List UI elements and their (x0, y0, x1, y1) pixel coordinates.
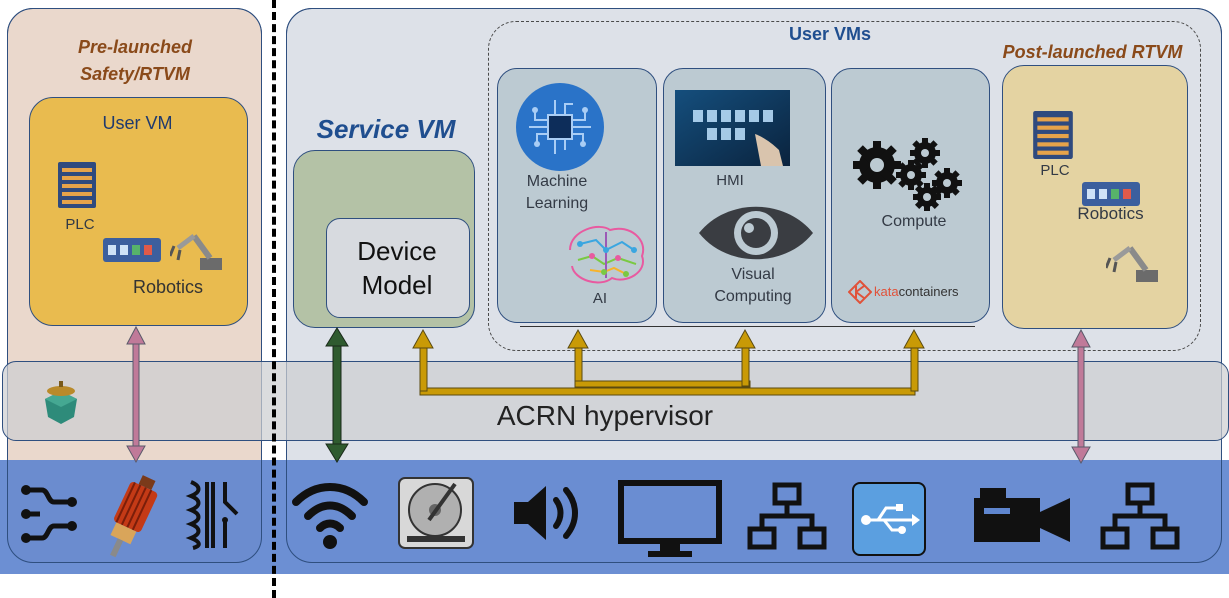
kata-logo-icon (848, 280, 872, 304)
hmi-label: HMI (716, 172, 744, 189)
gears-icon (853, 138, 962, 211)
pre-launched-title-1: Pre-launched (77, 37, 193, 57)
gpio-icon (21, 485, 77, 543)
ml-label-2: Learning (525, 195, 589, 212)
ml-label-1: Machine (526, 173, 588, 190)
network-icon-2 (1100, 482, 1180, 550)
kata-word: kata (874, 284, 899, 299)
ai-label: AI (592, 290, 608, 307)
post-robot-arm-icon (1106, 246, 1158, 282)
ml-chip-icon (516, 83, 604, 171)
compute-vm-box (831, 68, 990, 323)
hmi-screen-icon (675, 90, 790, 166)
pink-arrow-left (126, 325, 146, 464)
monitor-icon (618, 480, 722, 557)
post-controller-icon (1082, 182, 1140, 206)
pre-launched-user-vm (29, 97, 248, 326)
hard-disk-icon (398, 477, 474, 549)
hypervisor-band (2, 361, 1229, 441)
pink-arrow-right (1071, 328, 1091, 465)
compute-label: Compute (881, 213, 947, 230)
eye-icon (699, 206, 813, 260)
user-vms-title: User VMs (788, 24, 872, 44)
video-camera-icon (974, 488, 1070, 542)
hypervisor-label: ACRN hypervisor (496, 400, 714, 431)
wifi-icon (292, 483, 368, 549)
visual-label-2: Computing (714, 288, 792, 305)
motor-icon (110, 475, 158, 558)
pre-robotics-label: Robotics (132, 277, 204, 297)
pre-launched-title-2: Safety/RTVM (80, 64, 190, 84)
device-model-label-2: Model (361, 270, 433, 300)
pre-plc-label: PLC (65, 216, 95, 233)
kata-logo-text: katacontainers (874, 284, 959, 299)
controller-icon (103, 238, 161, 262)
containers-word: containers (898, 284, 959, 299)
post-robotics-label: Robotics (1077, 204, 1144, 223)
device-model-box (326, 218, 470, 318)
post-plc-label: PLC (1040, 162, 1070, 179)
network-icon (747, 482, 827, 550)
post-plc-icon (1033, 111, 1073, 159)
pre-user-vm-title: User VM (102, 113, 173, 133)
service-vm-title: Service VM (316, 114, 456, 144)
relay-icon (185, 480, 239, 550)
usb-icon (852, 482, 926, 556)
separator-line (272, 0, 276, 598)
gold-arrows (412, 328, 925, 396)
post-rtvm-title: Post-launched RTVM (1002, 42, 1183, 62)
speaker-icon (514, 486, 578, 540)
usb-symbol-icon (861, 504, 920, 534)
left-panel-outline (7, 8, 262, 563)
plc-icon (58, 162, 96, 208)
acrn-logo-icon (45, 381, 77, 424)
robot-arm-icon (170, 234, 222, 270)
ai-brain-icon (569, 225, 645, 284)
user-vms-baseline (520, 326, 975, 327)
green-arrow-service (325, 327, 349, 463)
user-vms-group (488, 21, 1201, 351)
device-model-label-1: Device (357, 236, 437, 266)
main-panel-outline (286, 8, 1222, 563)
visual-label-1: Visual (731, 266, 775, 283)
